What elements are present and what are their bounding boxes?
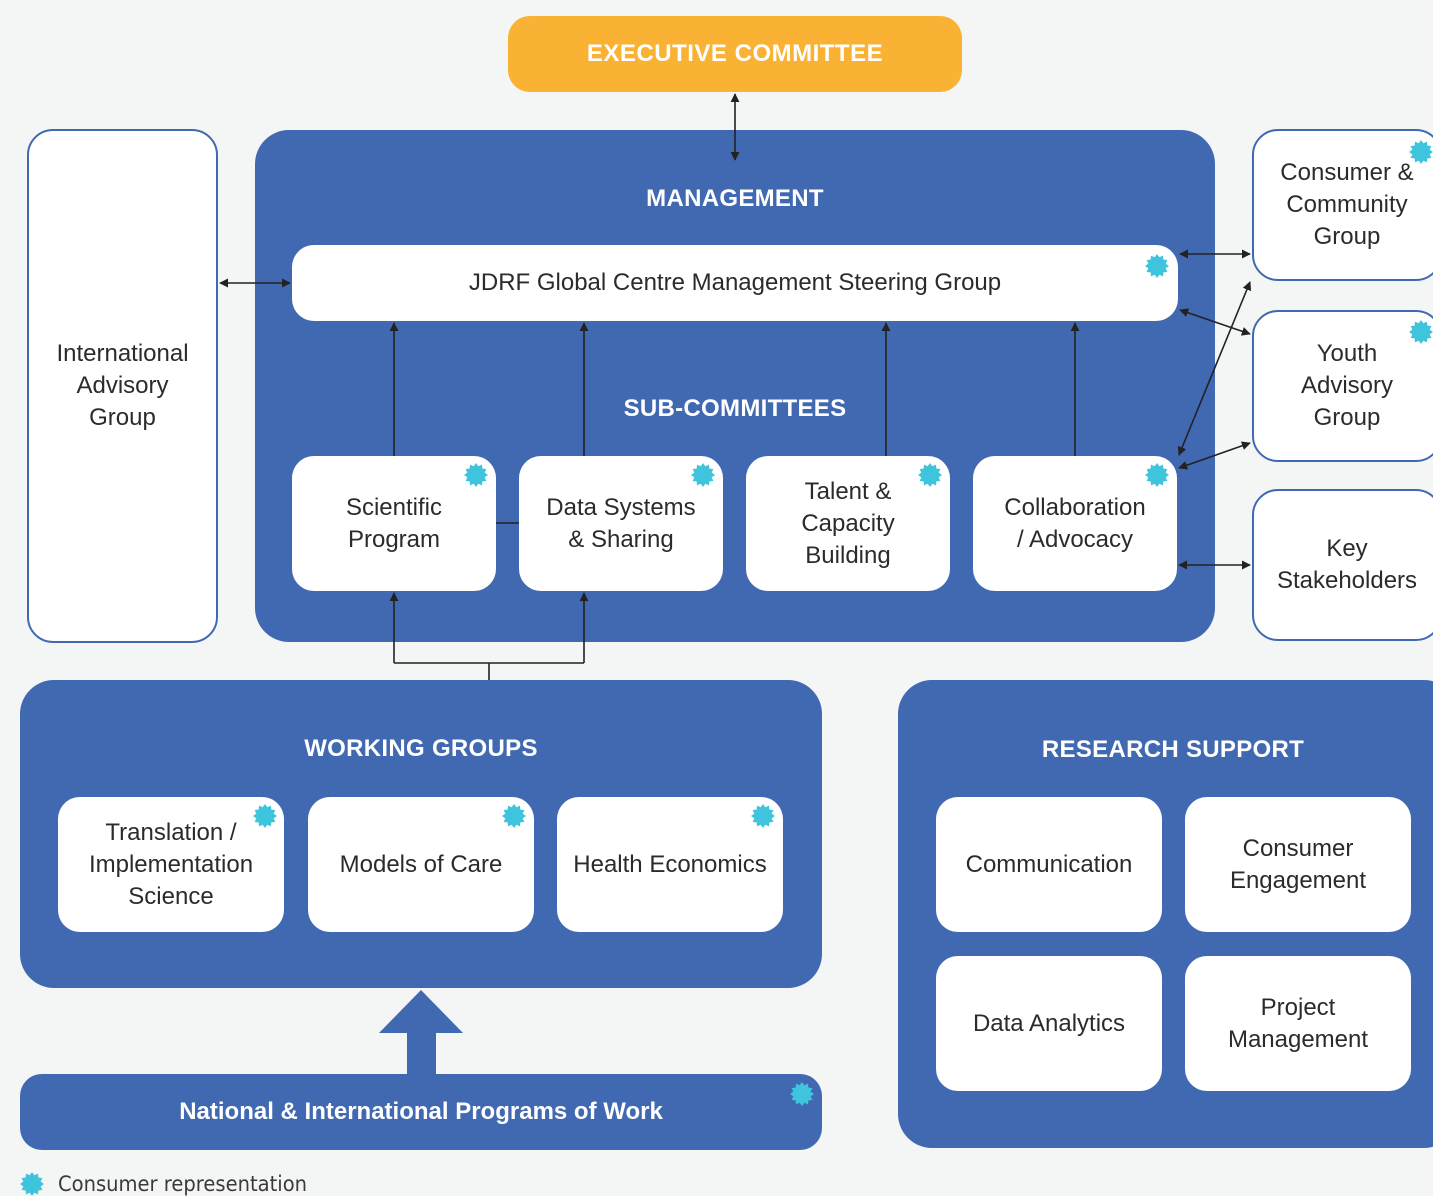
consumer-star-icon bbox=[464, 463, 488, 487]
consumer-star-icon bbox=[1145, 463, 1169, 487]
international-advisory-group-box: International Advisory Group bbox=[27, 129, 218, 643]
subcommittee-talent-capacity: Talent & Capacity Building bbox=[746, 456, 950, 591]
key-stakeholders-box: Key Stakeholders bbox=[1252, 489, 1433, 641]
consumer-star-icon bbox=[1409, 140, 1433, 164]
research-support-data-analytics: Data Analytics bbox=[936, 956, 1162, 1091]
consumer-star-icon bbox=[751, 804, 775, 828]
steering-group-box: JDRF Global Centre Management Steering G… bbox=[292, 245, 1178, 321]
research-support-consumer-engagement: Consumer Engagement bbox=[1185, 797, 1411, 932]
working-group-models-of-care: Models of Care bbox=[308, 797, 534, 932]
consumer-star-icon bbox=[918, 463, 942, 487]
subcommittee-collaboration: Collaboration / Advocacy bbox=[973, 456, 1177, 591]
consumer-star-icon bbox=[790, 1082, 814, 1106]
working-group-health-economics: Health Economics bbox=[557, 797, 783, 932]
subcommittees-heading: SUB-COMMITTEES bbox=[623, 395, 847, 422]
legend-consumer-star-icon bbox=[20, 1172, 44, 1196]
consumer-star-icon bbox=[253, 804, 277, 828]
management-heading: MANAGEMENT bbox=[646, 185, 824, 212]
programs-of-work-box: National & International Programs of Wor… bbox=[20, 1074, 822, 1150]
subcommittee-scientific-program: Scientific Program bbox=[292, 456, 496, 591]
research-support-heading: RESEARCH SUPPORT bbox=[1041, 736, 1305, 763]
legend-label: Consumer representation bbox=[58, 1172, 308, 1196]
consumer-star-icon bbox=[1409, 320, 1433, 344]
research-support-project-management: Project Management bbox=[1185, 956, 1411, 1091]
executive-committee-box: EXECUTIVE COMMITTEE bbox=[508, 16, 962, 92]
consumer-community-group-box: Consumer & Community Group bbox=[1252, 129, 1433, 281]
youth-advisory-group-box: Youth Advisory Group bbox=[1252, 310, 1433, 462]
research-support-communication: Communication bbox=[936, 797, 1162, 932]
arrow-collab-youth bbox=[1178, 441, 1251, 470]
subcommittee-data-systems: Data Systems & Sharing bbox=[519, 456, 723, 591]
arrow-collab-consumer bbox=[1177, 281, 1252, 456]
consumer-star-icon bbox=[1145, 254, 1169, 278]
consumer-star-icon bbox=[502, 804, 526, 828]
consumer-star-icon bbox=[691, 463, 715, 487]
arrow-steering-youth bbox=[1179, 308, 1251, 336]
working-group-translation: Translation / Implementation Science bbox=[58, 797, 284, 932]
working-groups-heading: WORKING GROUPS bbox=[304, 735, 538, 762]
programs-up-arrow bbox=[379, 990, 463, 1074]
